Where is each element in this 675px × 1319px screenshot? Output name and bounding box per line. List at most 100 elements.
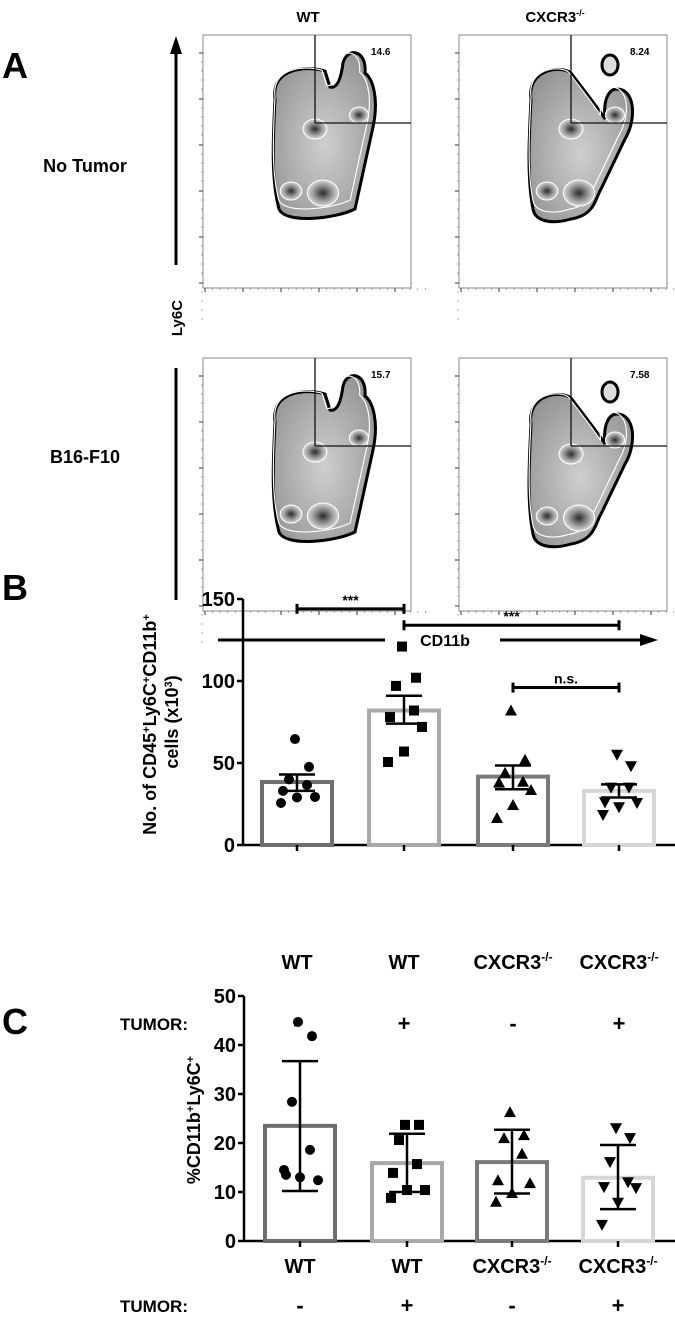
bar <box>582 788 656 848</box>
data-point-triangle-up <box>517 775 529 787</box>
data-point-triangle-down <box>622 1177 634 1189</box>
contour-inner <box>272 52 370 210</box>
data-point-triangle-down <box>610 1123 622 1135</box>
category-label: CXCR3-/- <box>473 950 552 974</box>
data-point-circle <box>310 791 320 802</box>
data-point-square <box>383 757 393 768</box>
data-point-triangle-up <box>492 1174 504 1186</box>
data-point-triangle-up <box>491 811 503 823</box>
flow-plots: 14.6 8.24 15.7 7.58 <box>199 34 675 643</box>
data-point-triangle-up <box>498 1132 510 1144</box>
data-point-triangle-up <box>505 704 517 716</box>
y-axis-label-ly6c: Ly6C <box>169 300 186 336</box>
data-point-square <box>397 641 407 652</box>
data-point-triangle-down <box>625 761 637 773</box>
data-point-triangle-down <box>624 1133 636 1145</box>
data-point-triangle-down <box>598 1182 610 1194</box>
significance-label: n.s. <box>554 671 578 687</box>
density-spot <box>348 106 370 124</box>
panel-b: B No. of CD45+Ly6C+CD11b+ cells (x103) 0… <box>2 567 675 1036</box>
y-tick-label: 0 <box>224 835 235 857</box>
density-spot <box>562 179 596 207</box>
tumor-sign: + <box>613 1011 626 1036</box>
density-spot <box>306 502 340 530</box>
density-spot <box>604 106 626 124</box>
category-label: WT <box>281 952 312 974</box>
data-point-circle <box>284 774 294 785</box>
contour-cluster <box>600 53 620 77</box>
data-point-square <box>411 672 421 683</box>
data-point-square <box>385 712 395 723</box>
data-point-circle <box>293 1016 303 1027</box>
data-point-square <box>388 1167 398 1178</box>
tumor-sign: - <box>508 1293 515 1318</box>
data-point-triangle-down <box>611 749 623 761</box>
contour-cluster <box>600 380 620 404</box>
x-axis-label-cd11b: CD11b <box>420 633 470 650</box>
category-label: CXCR3-/- <box>579 950 658 974</box>
tumor-sign: - <box>296 1293 303 1318</box>
bar-chart-b: 050100150WT-WT+CXCR3-/--CXCR3-/-+******n… <box>202 589 675 1036</box>
tumor-sign: + <box>398 1011 411 1036</box>
gate-percentage: 15.7 <box>371 370 391 381</box>
gate-percentage: 14.6 <box>371 47 391 58</box>
data-point-circle <box>305 1144 315 1155</box>
y-tick-label: 20 <box>214 1133 236 1155</box>
col-label-wt: WT <box>296 9 319 26</box>
data-point-square <box>400 1119 410 1130</box>
data-point-square <box>386 1192 396 1203</box>
data-point-triangle-up <box>518 1129 530 1141</box>
data-point-square <box>412 1159 422 1170</box>
density-spot <box>279 181 303 201</box>
y-tick-label: 0 <box>225 1231 236 1253</box>
data-point-circle <box>304 761 314 772</box>
data-point-circle <box>302 779 312 790</box>
flow-plot: 7.58 <box>455 357 675 643</box>
y-axis-label-c: %CD11b+Ly6C+ <box>184 1056 204 1184</box>
data-point-square <box>417 721 427 732</box>
y-tick-label: 10 <box>214 1182 236 1204</box>
flow-plot: 8.24 <box>455 34 675 320</box>
data-point-circle <box>290 734 300 745</box>
data-point-triangle-down <box>631 798 643 810</box>
data-point-triangle-up <box>493 776 505 788</box>
row-label-no-tumor: No Tumor <box>43 156 127 176</box>
data-point-triangle-down <box>596 1219 608 1231</box>
panel-a: A WT CXCR3-/- No Tumor B16-F10 Ly6C CD11… <box>2 8 675 650</box>
data-point-square <box>409 705 419 716</box>
y-tick-label: 40 <box>214 1035 236 1057</box>
data-point-triangle-down <box>597 809 609 821</box>
y-tick-label: 150 <box>202 589 235 611</box>
significance-label: *** <box>503 608 520 624</box>
density-spot <box>535 181 559 201</box>
tumor-label-b: TUMOR: <box>120 1015 188 1034</box>
category-label: CXCR3-/- <box>578 1254 657 1278</box>
data-point-triangle-up <box>519 753 531 765</box>
data-point-triangle-up <box>499 766 511 778</box>
tumor-sign: + <box>401 1293 414 1318</box>
flow-plot: 15.7 <box>199 357 426 643</box>
data-point-circle <box>307 1031 317 1042</box>
data-point-triangle-down <box>630 1183 642 1195</box>
data-point-square <box>414 1119 424 1130</box>
data-point-circle <box>313 1175 323 1186</box>
tumor-label-c: TUMOR: <box>120 1297 188 1316</box>
density-spot <box>558 443 584 465</box>
data-point-square <box>391 680 401 691</box>
y-tick-label: 30 <box>214 1084 236 1106</box>
panel-a-letter: A <box>2 45 28 86</box>
data-point-triangle-up <box>516 1147 528 1159</box>
density-spot <box>348 429 370 447</box>
flow-plot: 14.6 <box>199 34 426 320</box>
data-point-triangle-up <box>490 1195 502 1207</box>
y-tick-label: 50 <box>213 753 235 775</box>
category-label: WT <box>391 1256 422 1278</box>
data-point-triangle-up <box>504 1106 516 1118</box>
data-point-square <box>399 746 409 757</box>
density-spot <box>306 179 340 207</box>
density-spot <box>562 504 596 532</box>
data-point-triangle-down <box>613 802 625 814</box>
arrow-up-icon <box>170 36 182 54</box>
